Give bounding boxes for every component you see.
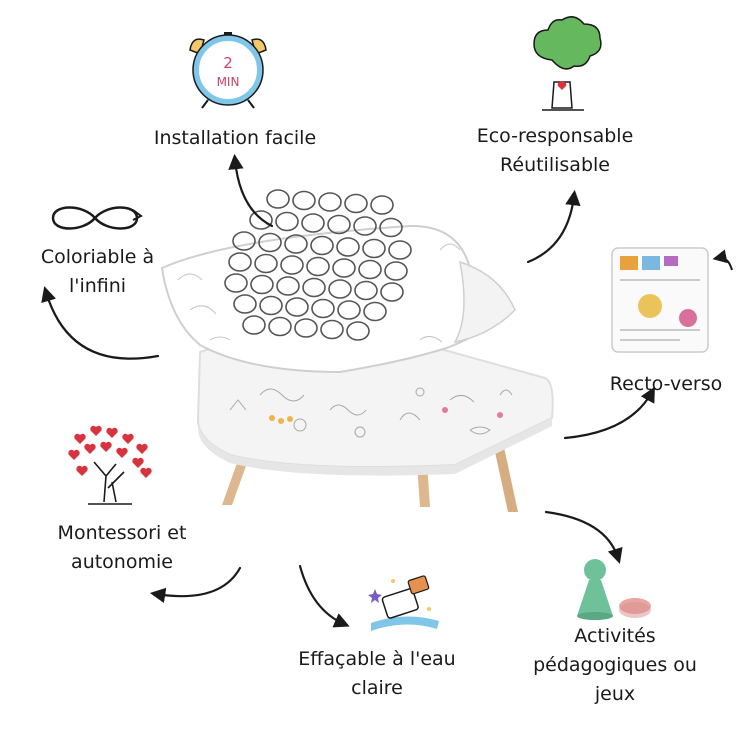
coloring-circle <box>332 258 356 278</box>
feature-installation-line: Installation facile <box>153 127 317 149</box>
coloring-circle <box>353 216 377 236</box>
coloring-circle <box>320 319 344 340</box>
coloring-circle <box>224 273 248 293</box>
feature-montessori: Montessori et autonomie <box>42 519 202 577</box>
coloring-circle <box>266 189 290 209</box>
feature-eco-line: Réutilisable <box>500 154 610 176</box>
alarm-clock-icon: 2 MIN <box>189 32 267 109</box>
clock-text-line1: 2 <box>223 54 233 72</box>
activity-mat-icon <box>611 247 733 353</box>
coloring-circle <box>379 217 403 238</box>
feature-montessori-line: autonomie <box>71 551 173 573</box>
eraser-icon <box>368 575 439 631</box>
heart-icon <box>140 467 152 478</box>
heart-icon <box>74 433 86 444</box>
feature-eco: Eco-responsable Réutilisable <box>455 122 655 180</box>
coloring-sheet <box>160 189 516 374</box>
heart-icon <box>122 433 134 444</box>
coloring-circle <box>284 234 308 254</box>
feature-activites: Activités pédagogiques ou jeux <box>515 622 715 709</box>
clock-text-line2: MIN <box>217 75 240 89</box>
coloring-circle <box>388 240 412 260</box>
coloring-circle <box>285 297 309 317</box>
coloring-circle <box>254 253 278 274</box>
coloring-circle <box>318 192 342 212</box>
coloring-circle <box>301 213 325 233</box>
coloring-circle <box>354 280 378 301</box>
coloring-circle <box>292 190 316 211</box>
infinity-icon <box>51 206 143 230</box>
coloring-circle <box>268 316 292 337</box>
heart-icon <box>68 449 80 460</box>
coloring-circle <box>242 315 266 335</box>
coloring-circle <box>328 279 352 299</box>
coloring-circle <box>294 318 318 338</box>
coloring-circle <box>380 282 404 302</box>
feature-recto-verso: Recto-verso <box>596 370 736 399</box>
coloring-circle <box>259 295 283 316</box>
feature-installation: Installation facile <box>140 124 330 153</box>
arrows <box>41 153 655 628</box>
coloring-circle <box>249 210 273 230</box>
coloring-circle <box>346 321 370 341</box>
feature-coloriable-line: Coloriable à <box>40 246 155 268</box>
coloring-circle <box>327 214 351 235</box>
game-pawn-icon <box>577 559 651 620</box>
coloring-circle <box>258 232 282 253</box>
feature-recto-line: Recto-verso <box>609 373 723 395</box>
coloring-circle <box>344 193 368 214</box>
feature-coloriable: Coloriable à l'infini <box>25 243 170 301</box>
coloring-circle <box>310 235 334 256</box>
heart-icon <box>100 441 112 452</box>
play-table <box>160 189 554 512</box>
coloring-circle <box>232 231 256 251</box>
heart-icon <box>90 425 102 436</box>
feature-effacable-line: claire <box>351 677 403 699</box>
heart-icon <box>84 443 96 454</box>
feature-coloriable-line: l'infini <box>68 275 127 297</box>
heart-icon <box>106 427 118 438</box>
coloring-circle <box>306 256 330 277</box>
coloring-circle <box>370 195 394 215</box>
coloring-circle <box>250 274 274 295</box>
coloring-circle <box>358 259 382 280</box>
coloring-circle <box>336 237 360 257</box>
feature-eco-line: Eco-responsable <box>476 125 634 147</box>
coloring-circle <box>311 298 335 319</box>
heart-icon <box>136 443 148 454</box>
heart-icon <box>76 465 88 476</box>
coloring-circle <box>384 261 408 281</box>
circle-grid <box>224 189 412 341</box>
feature-effacable-line: Effaçable à l'eau <box>298 648 456 670</box>
tree-heart-icon <box>533 16 602 111</box>
feature-activites-line: pédagogiques ou <box>533 654 697 676</box>
coloring-circle <box>302 277 326 298</box>
coloring-circle <box>337 300 361 320</box>
coloring-circle <box>228 252 252 272</box>
coloring-circle <box>363 301 387 322</box>
feature-effacable: Effaçable à l'eau claire <box>282 645 472 703</box>
feature-montessori-line: Montessori et <box>57 522 187 544</box>
heart-icon <box>116 447 128 458</box>
heart-tree-icon <box>68 425 152 505</box>
feature-activites-line: Activités <box>574 625 656 647</box>
coloring-circle <box>233 294 257 314</box>
coloring-circle <box>362 238 386 259</box>
coloring-circle <box>276 276 300 296</box>
heart-icon <box>132 457 144 468</box>
coloring-circle <box>280 255 304 275</box>
feature-activites-line: jeux <box>594 683 636 705</box>
coloring-circle <box>275 211 299 232</box>
